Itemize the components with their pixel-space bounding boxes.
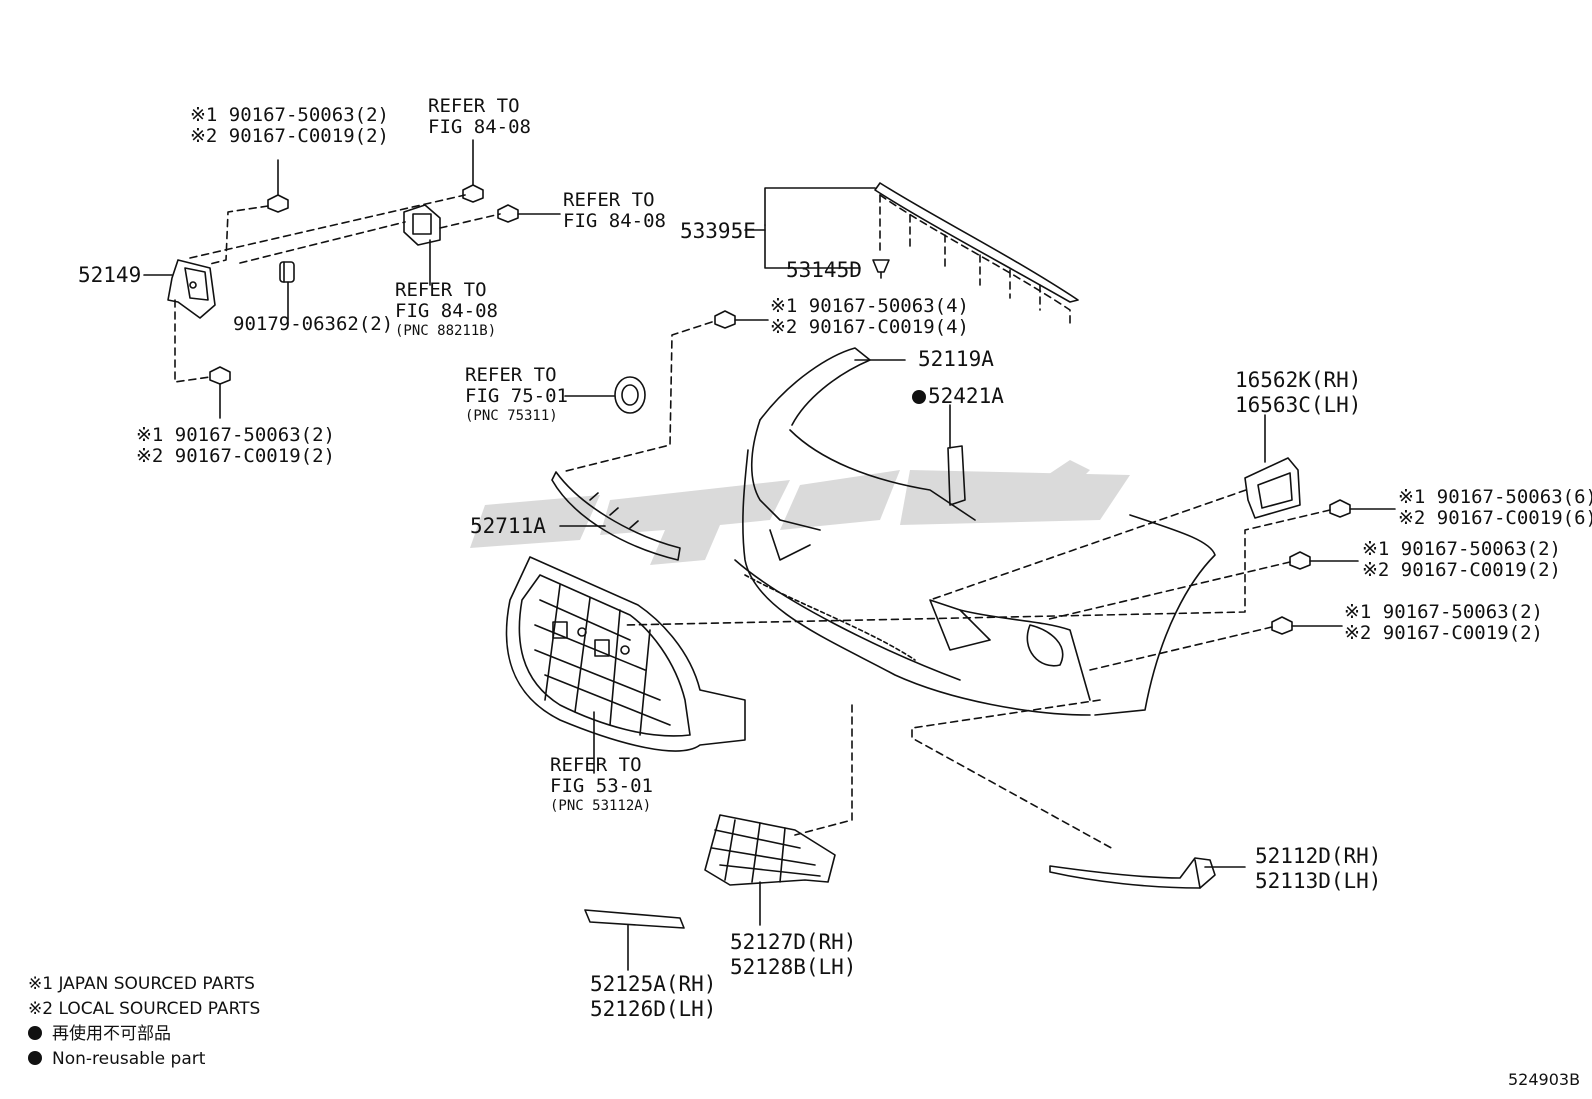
label-line: 16563C(LH): [1235, 393, 1362, 417]
bolt-icon: [1271, 616, 1343, 635]
legend: ※1 JAPAN SOURCED PARTS ※2 LOCAL SOURCED …: [28, 972, 260, 1072]
label-right-bolts-2: ※1 90167-50063(2) ※2 90167-C0019(2): [1362, 539, 1561, 581]
label-line: ※2 90167-C0019(4): [770, 316, 969, 338]
label-refer-top-b: REFER TO FIG 84-08: [563, 190, 666, 232]
label-refer-emblem: REFER TO FIG 75-01 (PNC 75311): [465, 365, 568, 425]
bolt-icon: [1329, 499, 1396, 518]
label-refer-sensor: REFER TO FIG 84-08 (PNC 88211B): [395, 280, 498, 340]
label-line: 52125A(RH): [590, 972, 717, 996]
label-refer-grille: REFER TO FIG 53-01 (PNC 53112A): [550, 755, 653, 815]
legend-text: 再使用不可部品: [52, 1024, 171, 1044]
label-90179: 90179-06362(2): [233, 313, 394, 335]
bolt-icon: [462, 139, 484, 203]
label-line: (PNC 75311): [465, 408, 558, 424]
label-52421A: 52421A: [912, 384, 1004, 409]
label-52125A: 52125A(RH) 52126D(LH): [590, 972, 716, 1022]
bolt-icon: [267, 159, 289, 213]
legend-note-1: ※1 JAPAN SOURCED PARTS: [28, 974, 255, 994]
label-emblem-bolts: ※1 90167-50063(4) ※2 90167-C0019(4): [770, 296, 969, 338]
label-bracket-bolts-bottom: ※1 90167-50063(2) ※2 90167-C0019(2): [136, 425, 335, 467]
label-line: ※2 90167-C0019(2): [1344, 622, 1543, 644]
label-line: FIG 53-01: [550, 775, 653, 797]
label-line: ※1 90167-50063(2): [136, 424, 335, 446]
label-line: (PNC 88211B): [395, 323, 497, 339]
label-52149: 52149: [78, 263, 142, 287]
clip-53145D: [872, 259, 890, 279]
legend-nonreuse-en: Non-reusable part: [28, 1047, 260, 1072]
label-line: ※2 90167-C0019(2): [190, 125, 389, 147]
garnish-52125A: [584, 909, 685, 929]
seal-52421A: [947, 445, 966, 506]
label-line: REFER TO: [465, 364, 557, 386]
sensor-housing: [403, 204, 441, 246]
legend-nonreuse-jp: 再使用不可部品: [28, 1022, 260, 1047]
label-line: FIG 75-01: [465, 385, 568, 407]
label-line: REFER TO: [395, 279, 487, 301]
bolt-icon: [714, 310, 769, 329]
label-line: 52113D(LH): [1255, 869, 1382, 893]
bracket-16562K: [1244, 457, 1301, 519]
bullet-dot-icon: [28, 1026, 42, 1040]
label-52119A: 52119A: [918, 347, 994, 371]
label-text: 52421A: [928, 384, 1004, 408]
label-line: 52112D(RH): [1255, 844, 1382, 868]
label-line: FIG 84-08: [563, 210, 666, 232]
label-line: ※1 90167-50063(2): [190, 104, 389, 126]
bracket-52149: [167, 259, 216, 319]
label-bracket-bolts-top: ※1 90167-50063(2) ※2 90167-C0019(2): [190, 105, 389, 147]
clip-90179: [279, 261, 295, 283]
bullet-dot-icon: [28, 1051, 42, 1065]
watermark-logo: [470, 460, 1130, 565]
legend-note-2: ※2 LOCAL SOURCED PARTS: [28, 999, 261, 1019]
figure-code: 524903B: [1508, 1070, 1581, 1089]
fog-cover-52127D: [704, 814, 836, 886]
label-line: ※2 90167-C0019(2): [136, 445, 335, 467]
molding-53395E: [874, 182, 1079, 324]
label-52711A: 52711A: [470, 514, 546, 538]
label-right-bolts-3: ※1 90167-50063(2) ※2 90167-C0019(2): [1344, 602, 1543, 644]
label-16562K: 16562K(RH) 16563C(LH): [1235, 368, 1361, 418]
emblem-icon: [614, 376, 646, 414]
label-line: ※2 90167-C0019(6): [1398, 507, 1592, 529]
label-line: REFER TO: [550, 754, 642, 776]
label-line: 16562K(RH): [1235, 368, 1362, 392]
label-line: ※1 90167-50063(2): [1344, 601, 1543, 623]
label-line: ※2 90167-C0019(2): [1362, 559, 1561, 581]
label-line: REFER TO: [428, 95, 520, 117]
label-line: FIG 84-08: [428, 116, 531, 138]
bolt-icon: [1289, 551, 1359, 570]
bolt-icon: [497, 204, 561, 223]
label-line: ※1 90167-50063(6): [1398, 486, 1592, 508]
bolt-icon: [209, 366, 231, 419]
garnish-52711A: [551, 471, 681, 561]
label-line: 52126D(LH): [590, 997, 717, 1021]
label-line: 52127D(RH): [730, 930, 857, 954]
grille-53112A: [505, 556, 746, 752]
label-52112D: 52112D(RH) 52113D(LH): [1255, 844, 1381, 894]
spoiler-52112D: [1049, 857, 1216, 889]
non-reusable-dot-icon: [912, 390, 926, 404]
label-line: ※1 90167-50063(2): [1362, 538, 1561, 560]
label-line: 52128B(LH): [730, 955, 857, 979]
bumper-cover-52119A: [734, 347, 1216, 716]
label-line: (PNC 53112A): [550, 798, 652, 814]
label-refer-top-a: REFER TO FIG 84-08: [428, 96, 531, 138]
label-53145D: 53145D: [786, 258, 862, 282]
label-53395E: 53395E: [680, 219, 756, 243]
label-line: ※1 90167-50063(4): [770, 295, 969, 317]
label-right-bolts-1: ※1 90167-50063(6) ※2 90167-C0019(6): [1398, 487, 1592, 529]
legend-text: Non-reusable part: [52, 1049, 206, 1069]
label-line: REFER TO: [563, 189, 655, 211]
label-52127D: 52127D(RH) 52128B(LH): [730, 930, 856, 980]
label-line: FIG 84-08: [395, 300, 498, 322]
